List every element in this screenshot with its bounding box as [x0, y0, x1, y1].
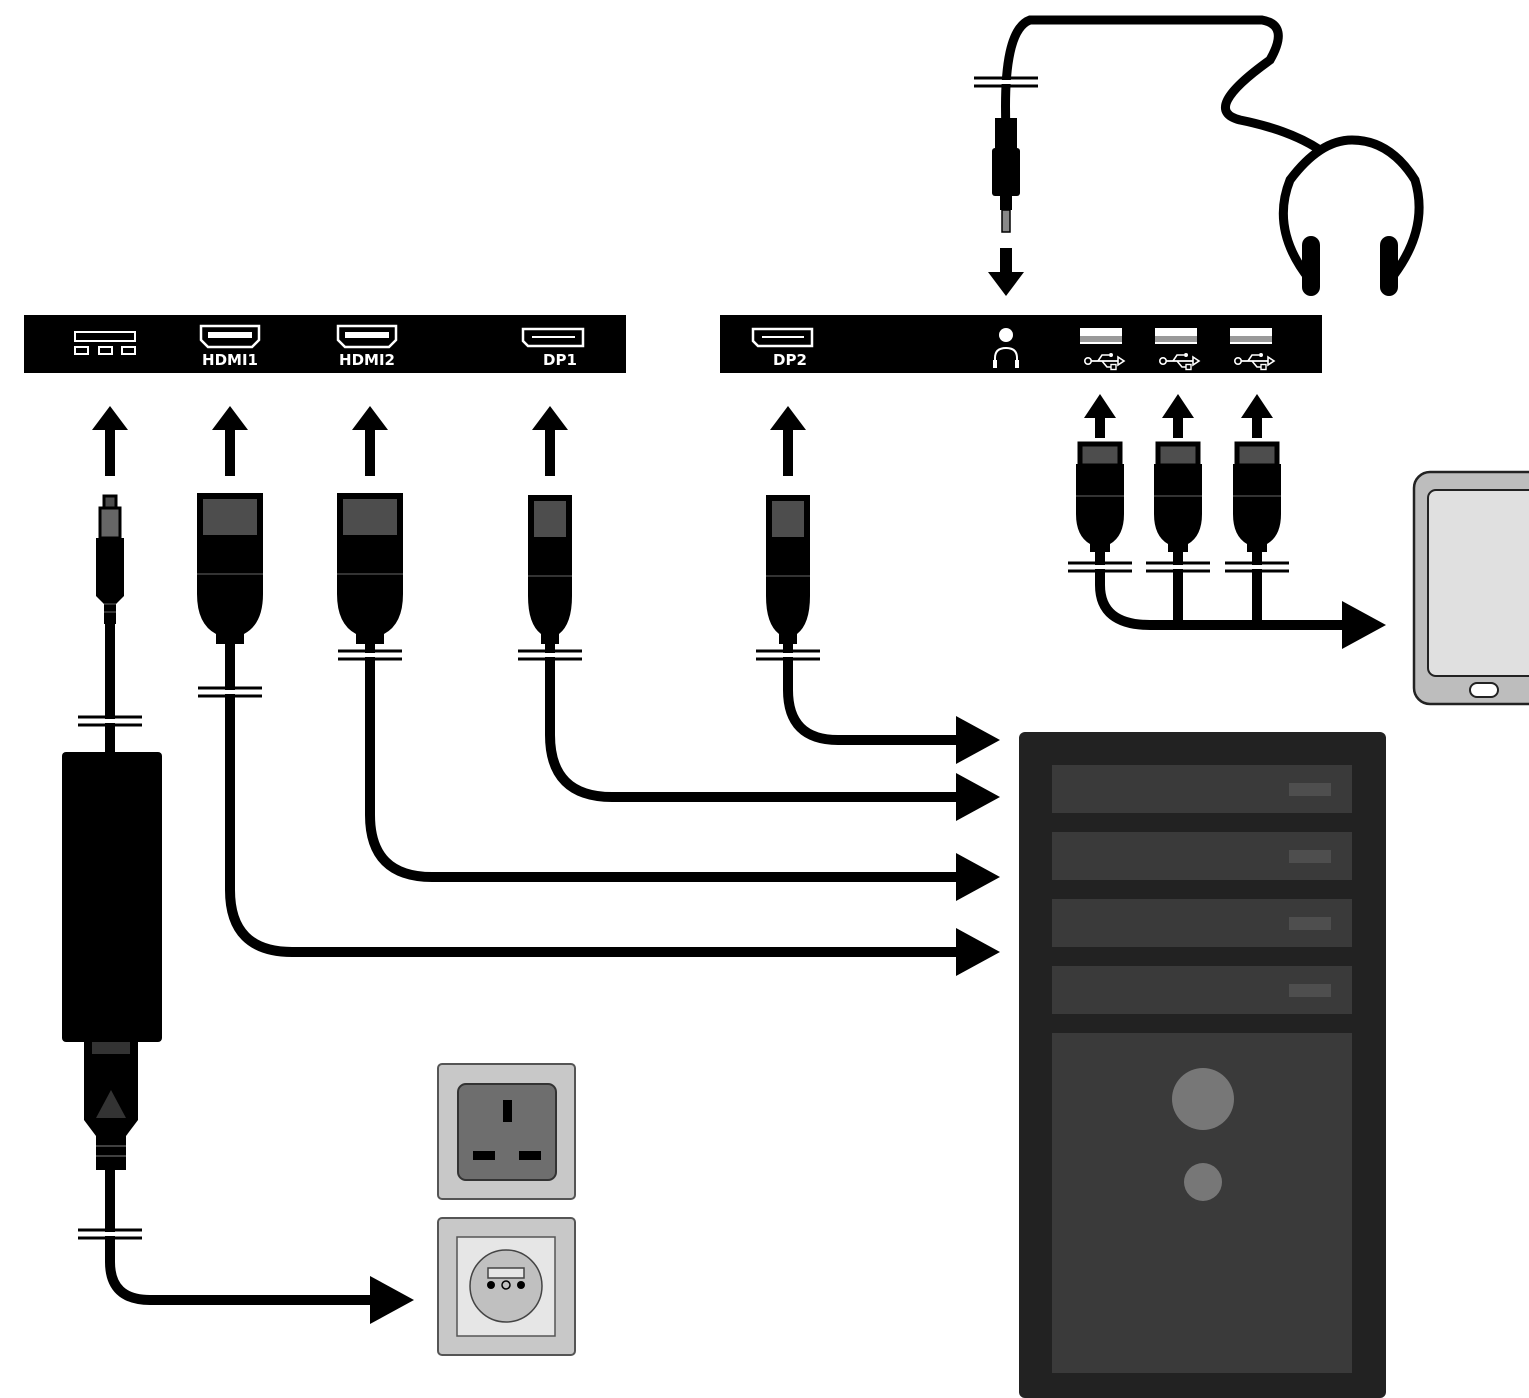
- cable-break-mark: [336, 649, 404, 661]
- cable-break-mark: [76, 715, 144, 727]
- arrow-icon: [988, 248, 1024, 296]
- arrow-icon: [956, 773, 1000, 821]
- usb-port-3-icon: [1230, 328, 1275, 371]
- cable-break-mark: [1066, 561, 1134, 573]
- usb-plug-3: [1233, 444, 1281, 552]
- arrow-icon: [212, 406, 248, 476]
- cable-break-mark: [76, 1228, 144, 1240]
- arrow-icon: [1162, 394, 1194, 438]
- usb-port-1-icon: [1080, 328, 1125, 371]
- hdmi1-plug: [197, 496, 263, 644]
- dp2-label: DP2: [773, 351, 807, 369]
- headphone-plug: [972, 76, 1040, 233]
- dp1-port-icon: [521, 327, 585, 348]
- cable-break-mark: [516, 649, 584, 661]
- cable-break-mark: [1223, 561, 1291, 573]
- hdmi2-port-icon: [336, 324, 398, 349]
- usb-port-2-icon: [1155, 328, 1200, 371]
- headphone-jack-icon: [993, 328, 1019, 368]
- usb-plug-1: [1076, 444, 1124, 552]
- power-port-icon: [74, 331, 136, 355]
- hdmi2-plug: [337, 496, 403, 644]
- dp2-plug: [766, 498, 810, 644]
- hdmi1-label: HDMI1: [202, 351, 258, 369]
- tablet-icon: [1412, 470, 1529, 706]
- arrow-icon: [1241, 394, 1273, 438]
- hdmi1-port-icon: [199, 324, 261, 349]
- arrow-icon: [770, 406, 806, 476]
- pc-tower-icon: [1019, 732, 1386, 1398]
- power-dc-plug: [96, 494, 124, 624]
- arrow-icon: [1342, 601, 1386, 649]
- dp1-plug: [528, 498, 572, 644]
- arrow-icon: [352, 406, 388, 476]
- arrow-icon: [956, 716, 1000, 764]
- arrow-icon: [532, 406, 568, 476]
- cable-break-mark: [1144, 561, 1212, 573]
- left-port-panel: HDMI1 HDMI2 DP1: [24, 315, 626, 373]
- right-port-panel: DP2: [720, 315, 1322, 373]
- arrow-icon: [370, 1276, 414, 1324]
- arrow-icon: [956, 928, 1000, 976]
- usb-plug-2: [1154, 444, 1202, 552]
- dp2-port-icon: [751, 327, 814, 348]
- cable-break-mark: [754, 649, 822, 661]
- eu-socket-icon: [437, 1217, 576, 1356]
- dp1-label: DP1: [543, 351, 577, 369]
- power-adapter-icon: [62, 752, 162, 1170]
- uk-socket-icon: [437, 1063, 576, 1200]
- arrow-icon: [92, 406, 128, 476]
- headphone-icon: [1001, 15, 1424, 296]
- cable-break-mark: [196, 686, 264, 698]
- hdmi2-label: HDMI2: [339, 351, 395, 369]
- arrow-icon: [1084, 394, 1116, 438]
- arrow-icon: [956, 853, 1000, 901]
